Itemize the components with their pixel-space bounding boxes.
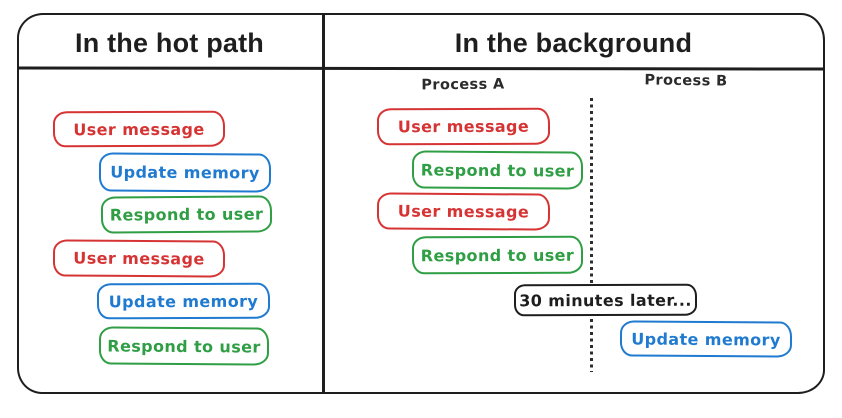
diagram-frame bbox=[17, 13, 825, 394]
hot-path-panel-title: In the hot path bbox=[75, 28, 264, 58]
process-a-box-user-message-2: User message bbox=[376, 192, 551, 231]
hot-path-box-respond-to-user-1: Respond to user bbox=[100, 195, 273, 234]
background-panel-title: In the background bbox=[454, 28, 693, 58]
panel-divider-line bbox=[322, 15, 325, 393]
process-a-box-user-message-1: User message bbox=[376, 107, 551, 146]
process-b-label: Process B bbox=[644, 72, 728, 90]
hot-path-box-user-message-1: User message bbox=[52, 110, 226, 148]
timer-note-box: 30 minutes later... bbox=[513, 283, 698, 317]
process-a-box-respond-to-user-2: Respond to user bbox=[411, 235, 584, 275]
hot-path-box-respond-to-user-2: Respond to user bbox=[98, 326, 270, 366]
process-separator-dotted-line bbox=[590, 98, 593, 372]
hot-path-box-update-memory-1: Update memory bbox=[98, 152, 272, 193]
process-a-label: Process A bbox=[421, 76, 505, 94]
process-a-box-respond-to-user-1: Respond to user bbox=[411, 150, 584, 190]
hot-path-box-user-message-2: User message bbox=[52, 239, 226, 278]
hot-path-box-update-memory-2: Update memory bbox=[96, 282, 271, 320]
process-b-box-update-memory: Update memory bbox=[619, 320, 793, 358]
